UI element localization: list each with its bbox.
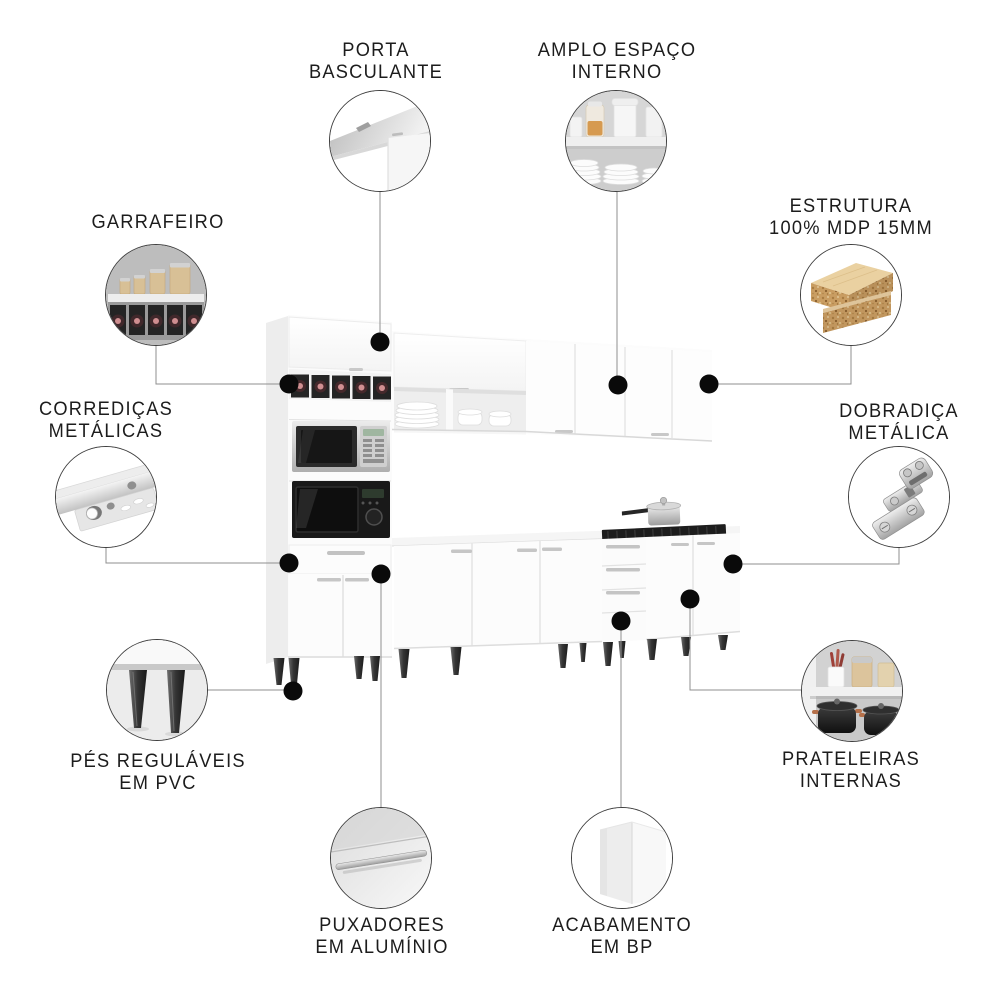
interior-shelves-icon (566, 91, 666, 191)
callout-circle-pes (106, 639, 208, 741)
callout-dot-pes (283, 681, 303, 701)
callout-dot-amplo-espaco (608, 375, 628, 395)
base-right-doors (645, 533, 741, 641)
label-line: METÁLICA (848, 422, 950, 444)
callout-circle-puxadores (330, 807, 432, 909)
callout-dot-garrafeiro (279, 374, 299, 394)
connector-estrutura (717, 346, 852, 385)
drawer-slide-icon (56, 447, 156, 547)
callout-label-puxadores: PUXADORES EM ALUMÍNIO (315, 915, 448, 958)
bp-finish-corner-icon (572, 808, 672, 908)
callout-circle-prateleiras (801, 640, 903, 742)
label-line: EM ALUMÍNIO (315, 936, 449, 958)
metal-hinge-icon (849, 447, 949, 547)
callout-dot-prateleiras (680, 589, 700, 609)
label-line: ACABAMENTO (552, 915, 692, 936)
upper-wall-cabinet (391, 331, 713, 442)
base-drawers (601, 537, 647, 642)
cabinet-feet (273, 656, 380, 689)
callout-label-amplo-espaco: AMPLO ESPAÇO INTERNO (538, 40, 697, 83)
callout-circle-estrutura (800, 244, 902, 346)
tilting-door-icon (330, 91, 430, 191)
callout-label-pes: PÉS REGULÁVEIS EM PVC (70, 751, 246, 794)
bowl-stack (457, 408, 512, 427)
callout-dot-acabamento (611, 611, 631, 631)
label-line: AMPLO ESPAÇO (537, 40, 697, 61)
connector-corredicas (105, 548, 281, 564)
label-line: PÉS REGULÁVEIS (70, 751, 246, 772)
microwave (292, 421, 390, 472)
label-line: BASCULANTE (308, 61, 444, 83)
mdp-board-icon (801, 245, 901, 345)
callout-circle-corredicas (55, 446, 157, 548)
label-line: PRATELEIRAS (781, 749, 921, 770)
callout-label-dobradica: DOBRADIÇA METÁLICA (839, 401, 959, 444)
label-line: GARRAFEIRO (91, 212, 225, 233)
bottle-rack-icon (106, 245, 206, 345)
label-line: EM BP (590, 936, 654, 958)
label-line: ESTRUTURA (789, 196, 913, 217)
callout-label-porta-basculante: PORTA BASCULANTE (309, 40, 443, 83)
callout-dot-estrutura (699, 374, 719, 394)
callout-label-acabamento: ACABAMENTO EM BP (552, 915, 692, 958)
adjustable-feet-icon (107, 640, 207, 740)
label-line: METÁLICAS (48, 420, 164, 442)
cabinet-feet (398, 635, 728, 678)
utensil-cup (827, 649, 845, 688)
plate-stack (394, 401, 440, 429)
label-line: PUXADORES (319, 915, 445, 936)
callout-label-garrafeiro: GARRAFEIRO (91, 212, 224, 234)
saucepan (621, 496, 682, 526)
connector-dobradica (741, 548, 900, 565)
callout-connectors (105, 192, 900, 807)
callout-label-prateleiras: PRATELEIRAS INTERNAS (782, 749, 920, 792)
tall-cabinet (266, 315, 392, 689)
callout-dots (279, 332, 743, 701)
callout-label-corredicas: CORREDIÇAS METÁLICAS (39, 399, 173, 442)
tilting-door (288, 316, 392, 372)
pots (812, 698, 900, 735)
label-line: INTERNAS (799, 770, 903, 792)
open-shelf (394, 387, 526, 435)
label-line: PORTA (342, 40, 410, 61)
callout-dot-puxadores (371, 564, 391, 584)
connector-prateleiras (689, 607, 801, 691)
callout-circle-acabamento (571, 807, 673, 909)
bottle-rack (289, 369, 391, 402)
label-line: DOBRADIÇA (839, 401, 959, 422)
internal-shelves-icon (802, 641, 902, 741)
base-doors (393, 539, 603, 650)
base-cabinet (391, 496, 741, 678)
label-line: 100% MDP 15MM (769, 217, 933, 239)
callout-circle-amplo-espaco (565, 90, 667, 192)
callout-circle-dobradica (848, 446, 950, 548)
callout-dot-corredicas (279, 553, 299, 573)
aluminum-handle-icon (331, 808, 431, 908)
wine-bottles (111, 314, 201, 328)
tower-doors (288, 574, 392, 658)
callout-label-estrutura: ESTRUTURA 100% MDP 15MM (769, 196, 933, 239)
connector-garrafeiro (155, 346, 281, 385)
callout-circle-garrafeiro (105, 244, 207, 346)
label-line: EM PVC (119, 772, 197, 794)
oven (292, 481, 390, 538)
callout-dot-porta-basculante (370, 332, 390, 352)
label-line: INTERNO (571, 61, 663, 83)
callout-dot-dobradica (723, 554, 743, 574)
callout-circle-porta-basculante (329, 90, 431, 192)
label-line: CORREDIÇAS (38, 399, 174, 420)
